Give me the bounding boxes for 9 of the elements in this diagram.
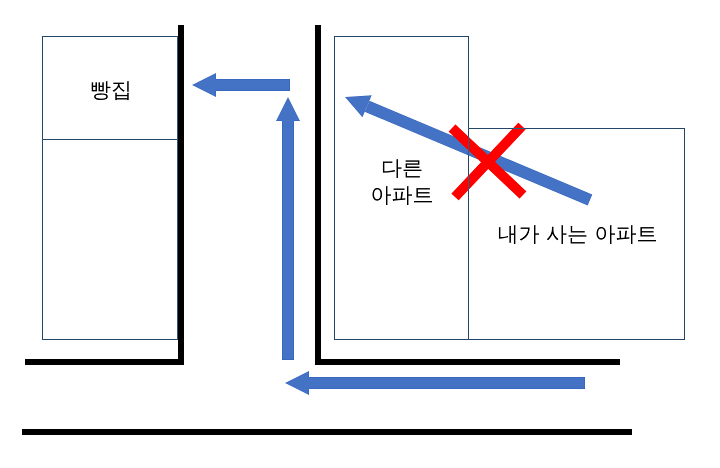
building-label: 다른 아파트: [370, 155, 434, 210]
arrow: [345, 95, 592, 206]
building-box: [334, 36, 469, 340]
building-box: [42, 36, 178, 140]
building-label: 내가 사는 아파트: [496, 221, 659, 248]
building-box: [468, 128, 685, 340]
arrow: [192, 73, 290, 97]
building-label: 빵집: [89, 77, 133, 104]
building-box: [42, 139, 178, 340]
